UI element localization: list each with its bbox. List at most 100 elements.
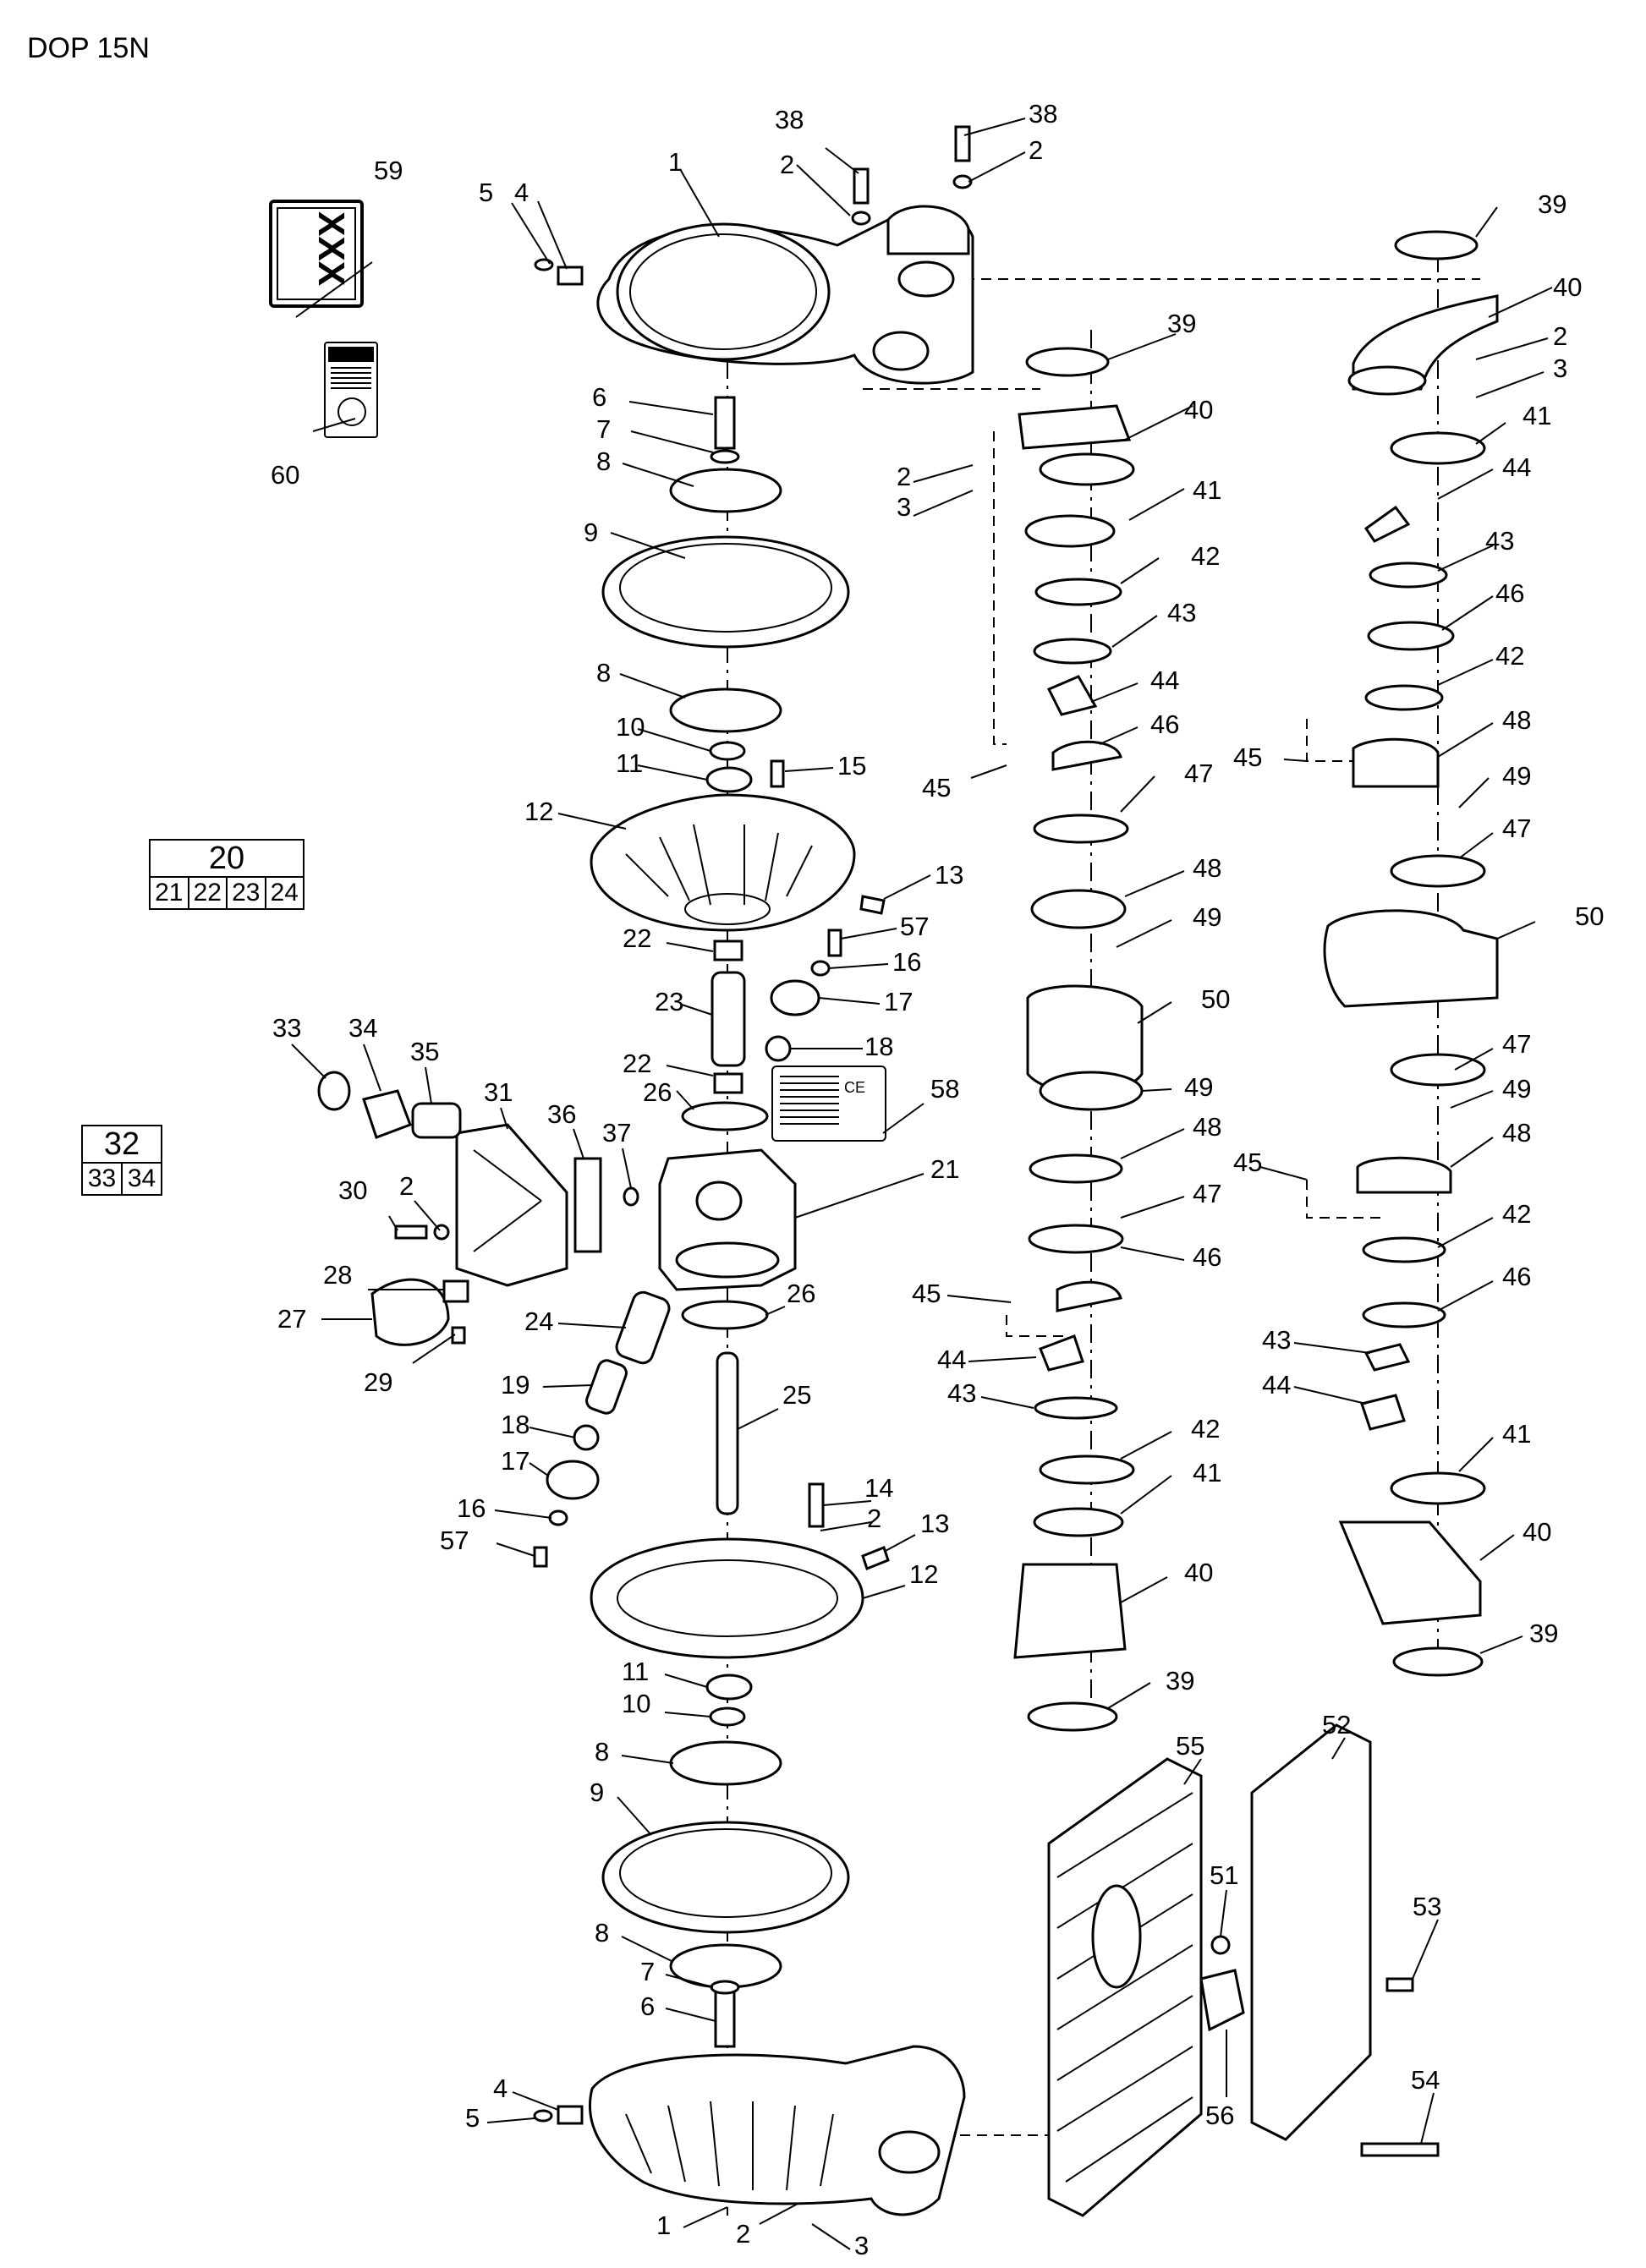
ref-53: 53 <box>1413 1892 1441 1921</box>
ref-45-r-top: 45 <box>1233 742 1262 772</box>
ref-17-bottom: 17 <box>501 1446 529 1476</box>
ref-60: 60 <box>271 460 299 490</box>
screw-13-bottom <box>861 1546 890 1570</box>
sleeve-23 <box>711 971 746 1067</box>
ref-26-bottom: 26 <box>787 1279 815 1308</box>
centre-block <box>658 1148 797 1291</box>
ref-49-l-mid: 49 <box>1184 1072 1213 1102</box>
ref-11-top: 11 <box>616 748 643 778</box>
ref-40-r-bottom: 40 <box>1523 1517 1551 1547</box>
top-housing <box>596 205 974 385</box>
ref-42-l-bottom: 42 <box>1191 1414 1220 1444</box>
ref-40-r-top: 40 <box>1553 272 1582 302</box>
ref-33: 33 <box>272 1013 301 1043</box>
ref-48-l-top: 48 <box>1193 853 1221 883</box>
ref-12-top: 12 <box>524 797 553 826</box>
group-table-20-cell: 24 <box>270 879 299 907</box>
bolt-6-top <box>714 396 736 450</box>
ref-47-l-mid: 47 <box>1193 1179 1221 1208</box>
ref-45-r-mid: 45 <box>1233 1148 1262 1177</box>
ref-1-bottom: 1 <box>656 2210 671 2240</box>
ref-41-r-bottom: 41 <box>1502 1419 1531 1449</box>
ref-56: 56 <box>1205 2101 1234 2130</box>
fitting-28 <box>442 1279 469 1303</box>
ref-48-r-mid: 48 <box>1502 1118 1531 1148</box>
ref-24: 24 <box>524 1307 553 1336</box>
ref-48-l-mid: 48 <box>1193 1112 1221 1142</box>
ref-38-b: 38 <box>1029 99 1057 129</box>
ref-39-l-top: 39 <box>1167 309 1196 338</box>
ref-39-l-bottom: 39 <box>1166 1666 1194 1696</box>
gasket-36 <box>573 1157 602 1253</box>
ref-11-bottom: 11 <box>622 1657 649 1686</box>
ref-42-l-top: 42 <box>1191 541 1220 571</box>
ref-47-r-top: 47 <box>1502 814 1531 843</box>
o-ring-18-bottom <box>573 1424 600 1451</box>
warning-label <box>324 342 378 438</box>
screw-57-bottom <box>533 1546 548 1568</box>
page-title: DOP 15N <box>27 32 150 64</box>
ref-47-l-top: 47 <box>1184 759 1213 788</box>
ref-46-r-bottom: 46 <box>1502 1262 1531 1291</box>
group-table-32: 32 33 34 <box>81 1125 162 1196</box>
coupling-34 <box>362 1089 412 1139</box>
diaphragm-plate-inner-bottom <box>669 1740 782 1786</box>
ref-39-r-bottom: 39 <box>1529 1619 1558 1648</box>
plate-52 <box>1250 1723 1372 2141</box>
washer-10-top <box>709 741 746 761</box>
bushing-22-bottom <box>713 1072 743 1094</box>
ref-55: 55 <box>1176 1731 1204 1761</box>
ref-4-top: 4 <box>514 178 529 207</box>
group-table-20-cell: 22 <box>189 878 228 908</box>
ref-18-bottom: 18 <box>501 1410 529 1439</box>
bushing-11-bottom <box>705 1674 753 1701</box>
washer-7-top <box>710 449 740 464</box>
ref-48-r-top: 48 <box>1502 705 1531 735</box>
ref-57-bottom: 57 <box>440 1526 469 1555</box>
screw-15 <box>770 759 785 788</box>
ref-59: 59 <box>374 156 403 185</box>
diaphragm-plate-outer-top <box>669 468 782 513</box>
ref-30: 30 <box>338 1175 367 1205</box>
ref-14: 14 <box>864 1473 893 1503</box>
ref-13-top: 13 <box>935 860 963 890</box>
ref-46-l-bottom: 46 <box>1193 1242 1221 1272</box>
washer-10-bottom <box>709 1706 746 1727</box>
ref-43-l-top: 43 <box>1167 598 1196 627</box>
ref-49-r-top: 49 <box>1502 761 1531 791</box>
ref-38-a: 38 <box>775 105 804 134</box>
ref-46-r-top: 46 <box>1495 578 1524 608</box>
muffler-27 <box>370 1278 450 1346</box>
ref-52: 52 <box>1322 1710 1351 1739</box>
ref-5-top: 5 <box>479 178 493 207</box>
ref-42-r-top: 42 <box>1495 641 1524 671</box>
washer-7-bottom <box>710 1980 740 1995</box>
right-manifold-stack <box>1323 230 1499 1677</box>
air-cover-top <box>590 793 856 932</box>
ref-50-r: 50 <box>1575 901 1604 931</box>
ref-22-top: 22 <box>623 923 651 953</box>
group-table-20-cell: 21 <box>151 878 189 908</box>
ref-8-a: 8 <box>596 446 611 476</box>
ref-43-r-top: 43 <box>1485 526 1514 556</box>
air-cover-bottom <box>590 1537 864 1659</box>
ref-1-top: 1 <box>668 147 683 177</box>
group-table-32-header: 32 <box>83 1126 161 1164</box>
ref-7-top: 7 <box>596 414 611 444</box>
ref-35: 35 <box>410 1037 439 1066</box>
ref-6-top: 6 <box>592 382 606 412</box>
valve-24 <box>615 1290 671 1365</box>
ref-4-bottom: 4 <box>493 2074 508 2103</box>
washer-16-bottom <box>548 1509 568 1526</box>
ref-29: 29 <box>364 1367 392 1397</box>
connector-line-45a <box>993 431 1007 745</box>
ref-22-bottom: 22 <box>623 1049 651 1078</box>
group-table-32-cell: 33 <box>83 1164 123 1194</box>
ref-10-bottom: 10 <box>622 1689 650 1718</box>
ref-54: 54 <box>1411 2065 1440 2095</box>
ref-31: 31 <box>484 1077 513 1107</box>
bushing-22-top <box>713 940 743 961</box>
ref-2-14: 2 <box>867 1504 881 1533</box>
base-grid-55 <box>1047 1757 1203 2217</box>
connector-line-45d <box>1006 1315 1066 1337</box>
